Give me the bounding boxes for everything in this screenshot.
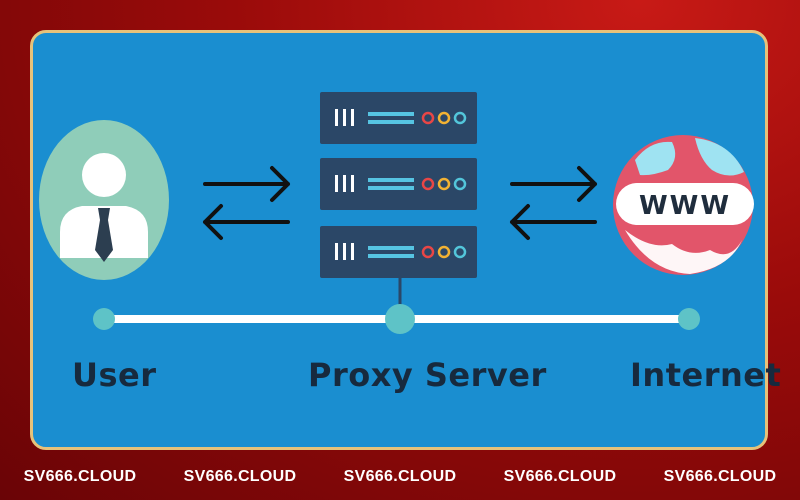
watermark-text: SV666.CLOUD bbox=[183, 468, 297, 485]
internet-label: Internet bbox=[630, 356, 782, 394]
exchange-arrows-right bbox=[510, 166, 597, 240]
proxy-server-label: Proxy Server bbox=[308, 356, 547, 394]
globe-www-text: WWW bbox=[639, 191, 731, 221]
watermark-text: SV666.CLOUD bbox=[23, 468, 137, 485]
watermark-text: SV666.CLOUD bbox=[663, 468, 777, 485]
server-unit-icon bbox=[320, 158, 477, 210]
connector bbox=[93, 278, 700, 334]
server-unit-icon bbox=[320, 226, 477, 278]
user-label: User bbox=[72, 356, 157, 394]
globe-icon: WWW bbox=[613, 135, 754, 275]
watermark-text: SV666.CLOUD bbox=[343, 468, 457, 485]
server-stack-icon bbox=[320, 92, 477, 278]
server-unit-icon bbox=[320, 92, 477, 144]
watermark-text: SV666.CLOUD bbox=[503, 468, 617, 485]
user-icon bbox=[39, 120, 169, 280]
exchange-arrows-left bbox=[203, 166, 290, 240]
watermark-strip: SV666.CLOUD SV666.CLOUD SV666.CLOUD SV66… bbox=[0, 454, 800, 500]
